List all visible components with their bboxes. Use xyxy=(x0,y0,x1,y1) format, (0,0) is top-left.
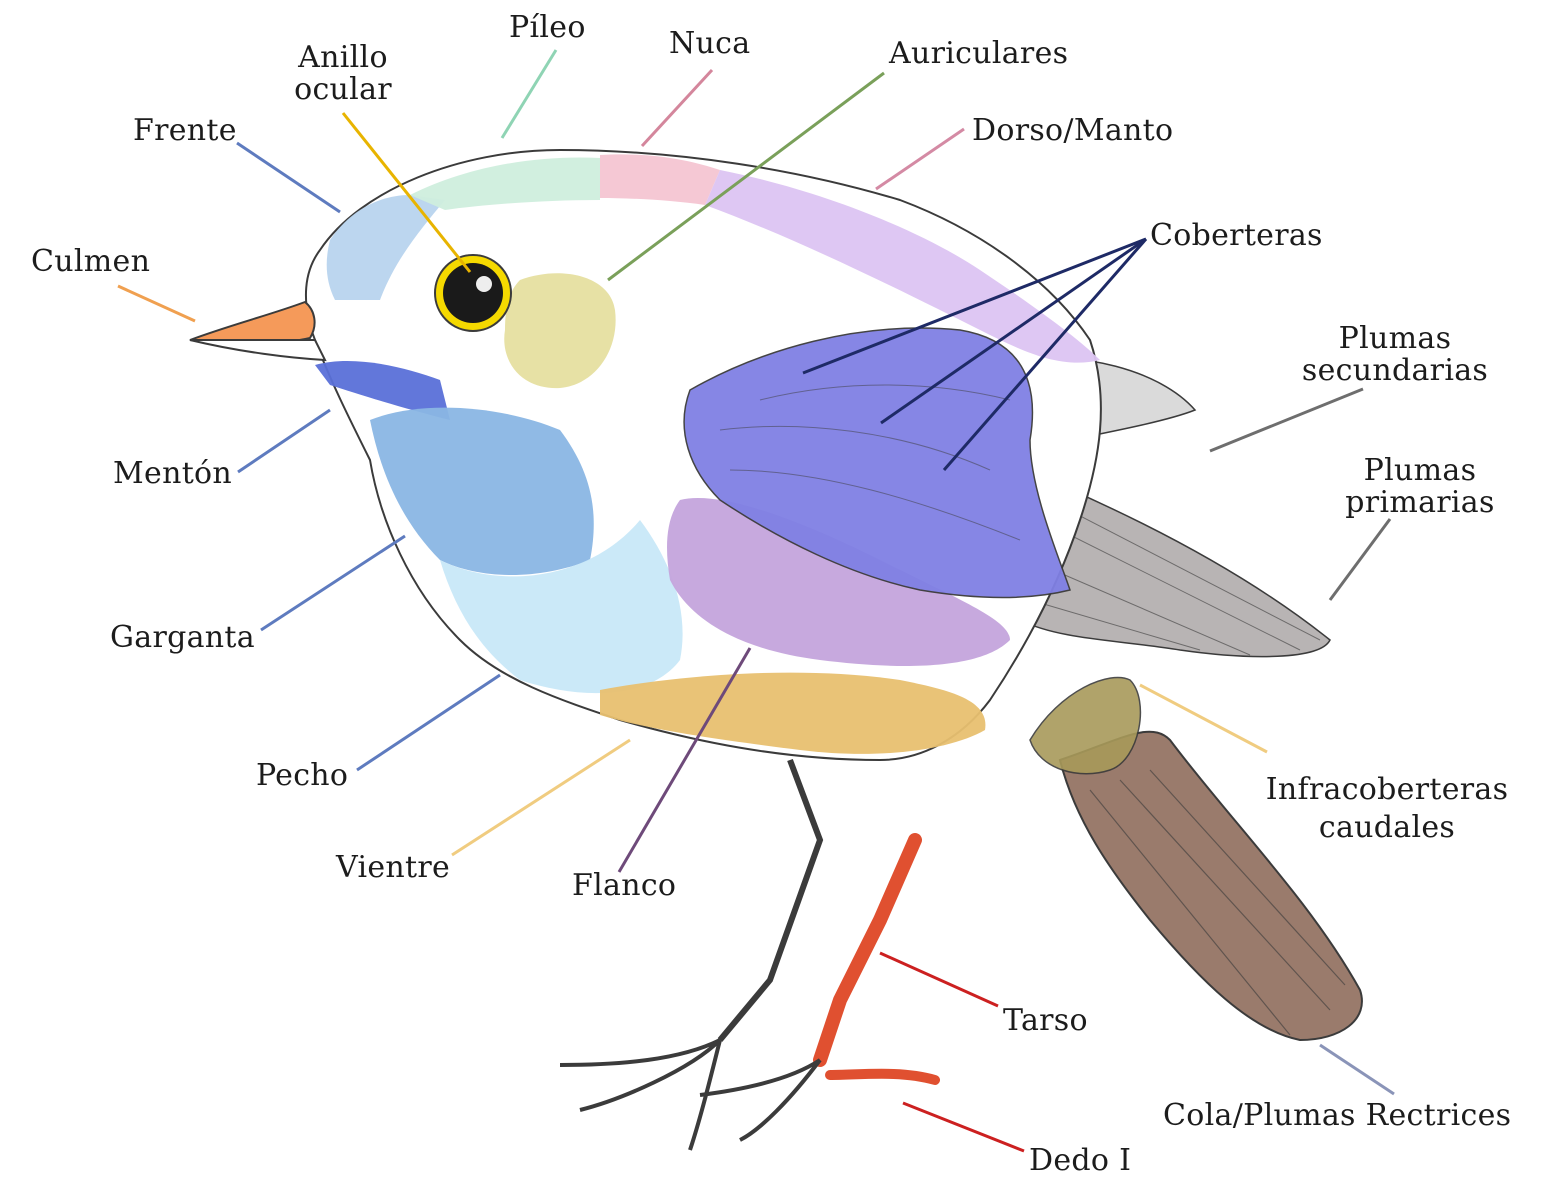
bird-body xyxy=(190,150,1362,1150)
label-flanco: Flanco xyxy=(572,870,676,902)
label-garganta: Garganta xyxy=(110,622,255,654)
tarso-line xyxy=(880,953,998,1006)
beak xyxy=(190,302,315,344)
label-coberteras: Coberteras xyxy=(1150,220,1323,252)
pileo-line xyxy=(502,50,556,138)
left-foot xyxy=(560,1040,720,1150)
dedo-line xyxy=(903,1103,1024,1151)
label-pecho: Pecho xyxy=(256,760,348,792)
culmen-line xyxy=(118,286,195,321)
label-culmen: Culmen xyxy=(31,246,150,278)
label-dedo-i: Dedo I xyxy=(1029,1145,1131,1177)
left-leg xyxy=(720,760,820,1040)
label-plumas-secundarias: Plumas secundarias xyxy=(1290,323,1500,387)
cola-line xyxy=(1320,1045,1394,1094)
pecho-line xyxy=(357,675,500,770)
label-plumas-primarias-line1: Plumas xyxy=(1330,455,1510,487)
label-cola-plumas-rectrices: Cola/Plumas Rectrices xyxy=(1163,1100,1511,1132)
label-nuca: Nuca xyxy=(669,28,750,60)
hallux xyxy=(830,1074,935,1080)
label-plumas-secundarias-line2: secundarias xyxy=(1290,355,1500,387)
menton-line xyxy=(238,410,330,472)
dorso-manto-line xyxy=(876,129,964,189)
plumas-primarias-line xyxy=(1330,519,1390,600)
label-menton: Mentón xyxy=(113,458,232,490)
label-tarso: Tarso xyxy=(1003,1005,1088,1037)
plumas-secundarias-line xyxy=(1210,389,1363,451)
label-infracoberteras-line2: caudales xyxy=(1263,812,1511,844)
label-dorso-manto: Dorso/Manto xyxy=(972,115,1173,147)
garganta-line xyxy=(261,536,405,630)
label-anillo-ocular-line2: ocular xyxy=(284,74,402,106)
label-anillo-ocular-line1: Anillo xyxy=(284,42,402,74)
tarsus xyxy=(820,840,915,1060)
label-frente: Frente xyxy=(133,115,237,147)
nuca-line xyxy=(642,70,712,146)
label-infracoberteras-caudales: Infracoberteras caudales xyxy=(1263,774,1511,844)
label-plumas-primarias: Plumas primarias xyxy=(1330,455,1510,519)
label-vientre: Vientre xyxy=(336,852,450,884)
label-plumas-secundarias-line1: Plumas xyxy=(1290,323,1500,355)
label-auriculares: Auriculares xyxy=(889,38,1068,70)
eye xyxy=(443,263,503,323)
frente-line xyxy=(237,143,340,212)
undertail-coverts-region xyxy=(1030,678,1140,774)
label-infracoberteras-line1: Infracoberteras xyxy=(1263,774,1511,806)
label-pileo: Píleo xyxy=(509,12,586,44)
vientre-line xyxy=(452,740,630,855)
right-foot xyxy=(700,1060,820,1140)
label-plumas-primarias-line2: primarias xyxy=(1330,487,1510,519)
label-anillo-ocular: Anillo ocular xyxy=(284,42,402,106)
